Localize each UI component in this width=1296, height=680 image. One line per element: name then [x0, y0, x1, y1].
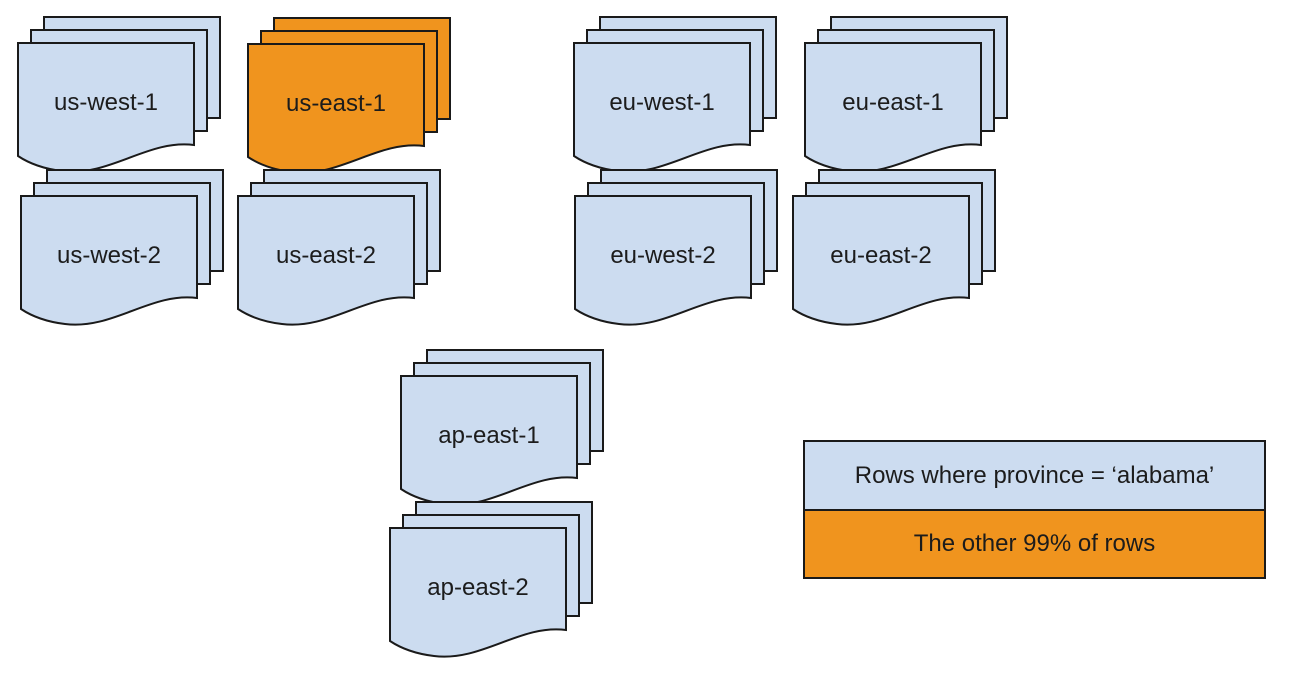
stack-label: eu-east-2	[830, 242, 932, 269]
stack-label: eu-west-2	[610, 242, 716, 269]
stack-label: eu-east-1	[842, 89, 944, 116]
stacked-documents-shape	[574, 169, 778, 326]
doc-stack-ap-east-2: ap-east-2	[389, 501, 593, 661]
stack-label: us-east-2	[275, 242, 377, 269]
stacked-documents-shape	[237, 169, 441, 326]
stacked-documents-shape	[247, 17, 451, 174]
stacked-documents-shape	[400, 349, 604, 506]
stack-label: us-east-1	[285, 90, 387, 117]
doc-stack-us-west-1: us-west-1	[17, 16, 221, 176]
stacked-documents-shape	[792, 169, 996, 326]
legend-item-other-rows: The other 99% of rows	[805, 511, 1264, 577]
stacked-documents-shape	[389, 501, 593, 658]
doc-stack-eu-east-2: eu-east-2	[792, 169, 996, 329]
stack-label: ap-east-1	[438, 422, 540, 449]
stack-label: eu-west-1	[609, 89, 715, 116]
legend-item-label: Rows where province = ‘alabama’	[854, 461, 1215, 489]
doc-stack-eu-east-1: eu-east-1	[804, 16, 1008, 176]
legend-item-label: The other 99% of rows	[913, 530, 1156, 557]
legend: Rows where province = ‘alabama’ The othe…	[803, 440, 1266, 579]
doc-stack-ap-east-1: ap-east-1	[400, 349, 604, 509]
doc-stack-eu-west-2: eu-west-2	[574, 169, 778, 329]
stacked-documents-shape	[20, 169, 224, 326]
stacked-documents-shape	[804, 16, 1008, 173]
stacked-documents-shape	[17, 16, 221, 173]
legend-item-alabama-rows: Rows where province = ‘alabama’	[805, 442, 1264, 511]
stack-label: us-west-2	[56, 242, 162, 269]
doc-stack-us-west-2: us-west-2	[20, 169, 224, 329]
doc-stack-eu-west-1: eu-west-1	[573, 16, 777, 176]
stack-label: us-west-1	[53, 89, 159, 116]
doc-stack-us-east-1: us-east-1	[247, 17, 451, 177]
doc-stack-us-east-2: us-east-2	[237, 169, 441, 329]
stacked-documents-shape	[573, 16, 777, 173]
stack-label: ap-east-2	[427, 574, 529, 601]
